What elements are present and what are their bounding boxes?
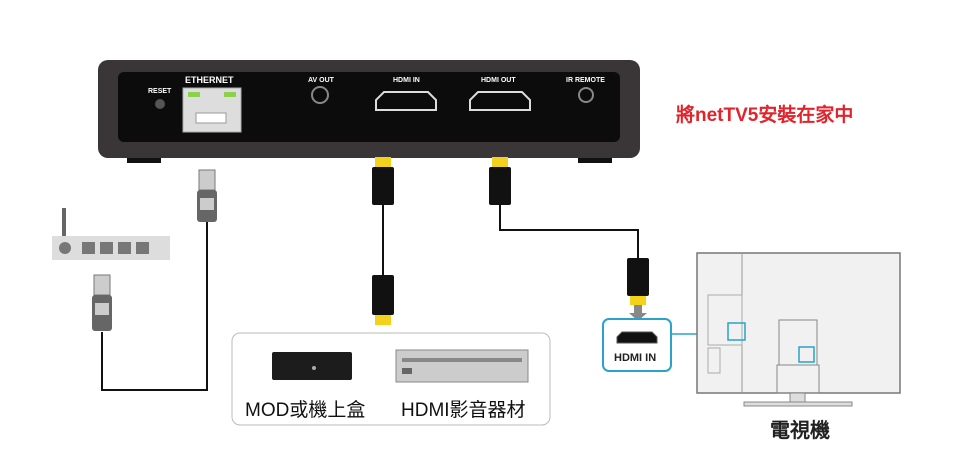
page-title: 將netTV5安裝在家中 (676, 105, 854, 126)
nettv5-box: RESET ETHERNET AV OUT HDMI IN HDMI OUT I… (98, 60, 640, 163)
hdmi-out-label: HDMI OUT (481, 77, 516, 84)
dvd-player-icon (395, 349, 529, 383)
ir-remote-jack (578, 87, 594, 103)
tv-hdmi-in-callout (602, 318, 672, 372)
ethernet-label: ETHERNET (185, 75, 234, 85)
av-out-label: AV OUT (308, 77, 335, 84)
hdmi-source-label: HDMI影音器材 (401, 400, 526, 421)
router-icon (52, 208, 170, 260)
av-out-jack (311, 86, 329, 104)
ir-remote-label: IR REMOTE (566, 77, 605, 84)
tv-back-icon (696, 252, 901, 407)
hdmi-cable-source (372, 157, 394, 325)
mod-settop-icon (272, 352, 352, 380)
source-devices-frame (231, 332, 551, 426)
mod-label: MOD或機上盒 (245, 400, 366, 421)
hdmi-in-label: HDMI IN (393, 77, 420, 84)
reset-label: RESET (148, 88, 172, 95)
hdmi-out-port (469, 91, 531, 111)
arrow-down-icon (629, 305, 647, 321)
hdmi-in-port (375, 91, 437, 111)
hdmi-cable-tv (489, 157, 649, 321)
ethernet-cable (101, 222, 208, 391)
hdmi-port-icon (616, 331, 658, 344)
tv-hdmi-in-label: HDMI IN (614, 352, 657, 364)
ethernet-connector-icon (92, 169, 217, 331)
reset-button (155, 99, 165, 109)
tv-label: 電視機 (770, 420, 830, 442)
